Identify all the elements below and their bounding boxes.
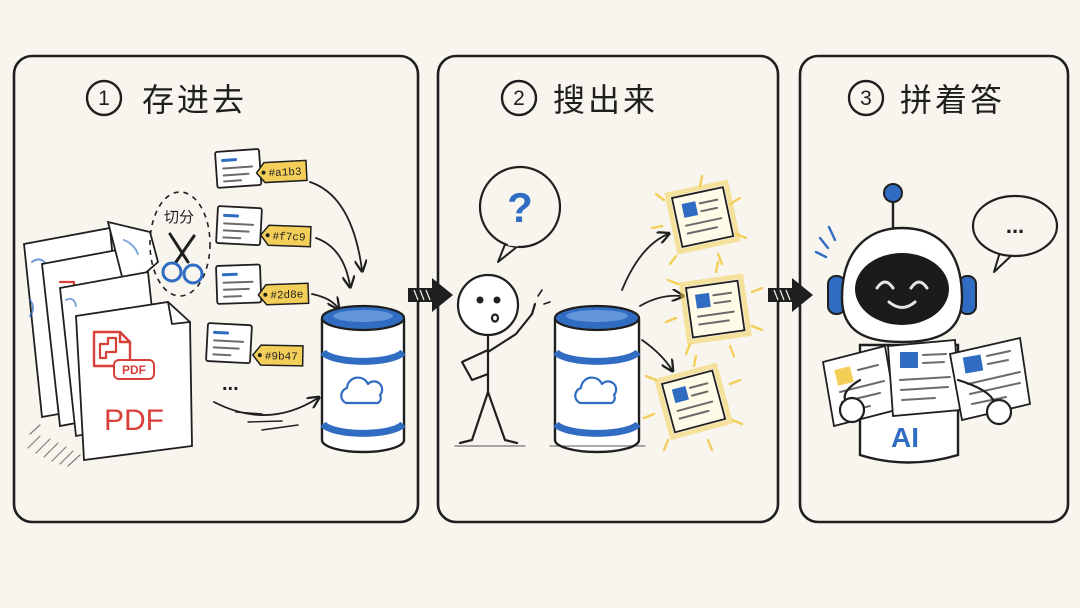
chunk: #9b47 <box>205 322 304 367</box>
cut-zone <box>149 191 211 297</box>
chunk-tag: #f7c9 <box>259 224 312 248</box>
pdf-label: PDF <box>104 404 164 437</box>
retrieved-card <box>664 260 764 358</box>
answer-paper <box>948 336 1032 422</box>
chunk-doc <box>215 205 263 247</box>
panel-retrieve: 2 搜出来 ? <box>436 54 780 524</box>
step-heading: 3 拼着答 <box>847 79 1005 119</box>
motion-marks <box>814 225 837 259</box>
paper-shadow <box>27 424 81 467</box>
step-number-badge <box>85 79 123 117</box>
front-page <box>75 301 193 462</box>
step-heading: 2 搜出来 <box>500 79 658 119</box>
ingest-arrows <box>213 181 362 431</box>
more-chunks-ellipsis: ... <box>222 373 239 395</box>
retrieved-card <box>650 174 748 266</box>
chunk: #2d8e <box>215 263 310 306</box>
panel-ingest: 1 存进去 PDF PDF <box>12 54 420 524</box>
answer-paper <box>887 339 961 417</box>
pdf-icon-label: PDF <box>122 363 146 377</box>
step-number: 3 <box>860 87 872 110</box>
robot-hand-right <box>985 398 1013 426</box>
robot-smile <box>887 300 917 309</box>
chunk-tag: #9b47 <box>251 344 304 367</box>
pdf-stack: PDF PDF <box>23 220 193 462</box>
flow-arrow <box>768 278 813 312</box>
thinking-ellipsis: ... <box>1006 213 1024 238</box>
chunk-doc <box>215 263 263 305</box>
retrieval-arrows <box>621 234 682 370</box>
vector-database <box>549 304 646 454</box>
robot: AI <box>814 183 1032 464</box>
robot-eyes <box>875 280 929 290</box>
page-scribble <box>123 239 139 255</box>
chunk-tag-id: #f7c9 <box>272 231 305 244</box>
step-title: 搜出来 <box>553 81 658 119</box>
pdf-document: PDF PDF <box>75 301 193 462</box>
chunk: #a1b3 <box>214 148 308 189</box>
step-number-badge <box>500 79 538 117</box>
chunk-doc <box>205 322 253 365</box>
flow-arrow <box>408 278 453 312</box>
face-screen <box>855 253 949 325</box>
split-label: 切分 <box>164 208 194 226</box>
cloud-icon <box>340 376 384 405</box>
chunk: #f7c9 <box>215 205 312 248</box>
vector-database <box>320 304 406 454</box>
stick-figure <box>454 273 551 447</box>
panel-frame <box>798 54 1070 524</box>
robot-label: AI <box>891 422 919 453</box>
cloud-icon <box>574 376 618 405</box>
panel-answer: 3 拼着答 ... AI <box>798 54 1070 524</box>
chunk-tag: #2d8e <box>257 282 310 306</box>
scissors-icon: 切分 <box>149 191 211 297</box>
step-heading: 1 存进去 <box>85 79 247 119</box>
chunk-tag-id: #2d8e <box>270 289 303 302</box>
retrieved-card <box>642 354 744 452</box>
question-bubble: ? <box>478 165 562 263</box>
pdf-icon: PDF <box>92 330 155 380</box>
page-fold <box>167 301 191 325</box>
chunk-tag: #a1b3 <box>255 159 308 184</box>
antenna-icon <box>883 183 903 203</box>
question-mark: ? <box>507 184 533 231</box>
thought-bubble: ... <box>971 194 1059 273</box>
step-title: 拼着答 <box>900 81 1005 119</box>
step-number: 1 <box>98 87 110 110</box>
page-scribble <box>65 297 77 307</box>
chunk-tag-id: #9b47 <box>265 351 298 364</box>
robot-hand-left <box>838 396 866 424</box>
chunk-tag-id: #a1b3 <box>268 167 302 181</box>
step-number-badge <box>847 79 885 117</box>
chunk-doc <box>214 148 263 189</box>
step-title: 存进去 <box>142 81 247 119</box>
step-number: 2 <box>513 87 525 110</box>
